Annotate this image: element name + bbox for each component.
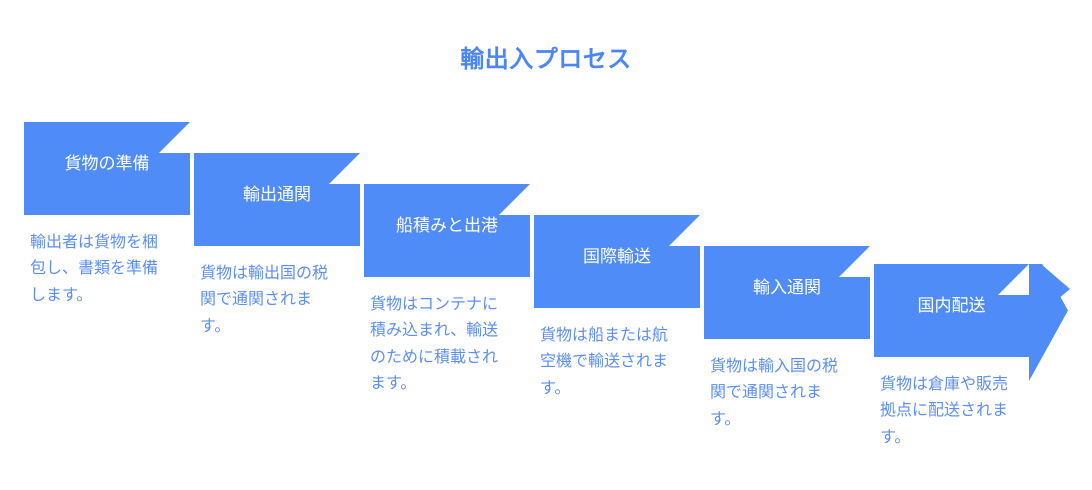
step-6-arrow-body (874, 264, 1068, 381)
step-2-description: 貨物は輸出国の税関で通関されます。 (200, 265, 329, 335)
step-2-chevron-shape (194, 153, 360, 246)
step-5-description: 貨物は輸入国の税関で通関されます。 (710, 358, 839, 428)
step-4-description: 貨物は船または航空機で輸送されます。 (540, 327, 669, 397)
page-title: 輸出入プロセス (460, 46, 632, 73)
step-3-description: 貨物はコンテナに積み込まれ、輸送のために積載されます。 (370, 296, 499, 393)
step-3-chevron-shape (364, 184, 530, 277)
step-4-chevron-shape (534, 215, 700, 308)
step-6-description: 貨物は倉庫や販売拠点に配送されます。 (880, 376, 1009, 446)
step-1-description: 輸出者は貨物を梱包し、書類を準備します。 (30, 234, 159, 304)
step-5-chevron-shape (704, 246, 870, 339)
step-1-chevron-shape (24, 122, 190, 215)
